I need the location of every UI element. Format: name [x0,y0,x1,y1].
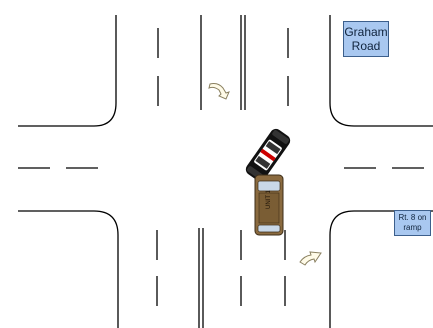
lane-markings [18,15,424,328]
curb-top-left [18,15,117,127]
curb-bottom-right [329,210,433,328]
suv: UNIT 1 [254,174,284,236]
curb-lines [18,15,433,328]
turn-arrows [208,83,322,266]
graham-road-sign: Graham Road [343,21,389,57]
rt8-ramp-sign: Rt. 8 on ramp [394,210,431,236]
svg-text:UNIT 1: UNIT 1 [266,189,272,209]
sign-line-1: Rt. 8 on [398,213,427,222]
curb-bottom-left [18,210,119,328]
sign-line-2: ramp [403,223,422,232]
sign-line-1: Graham [344,25,388,39]
curb-top-right [329,15,433,127]
turn-arrow-top-icon [208,83,230,100]
sign-line-2: Road [351,39,381,53]
turn-arrow-bottom-icon [299,251,322,266]
